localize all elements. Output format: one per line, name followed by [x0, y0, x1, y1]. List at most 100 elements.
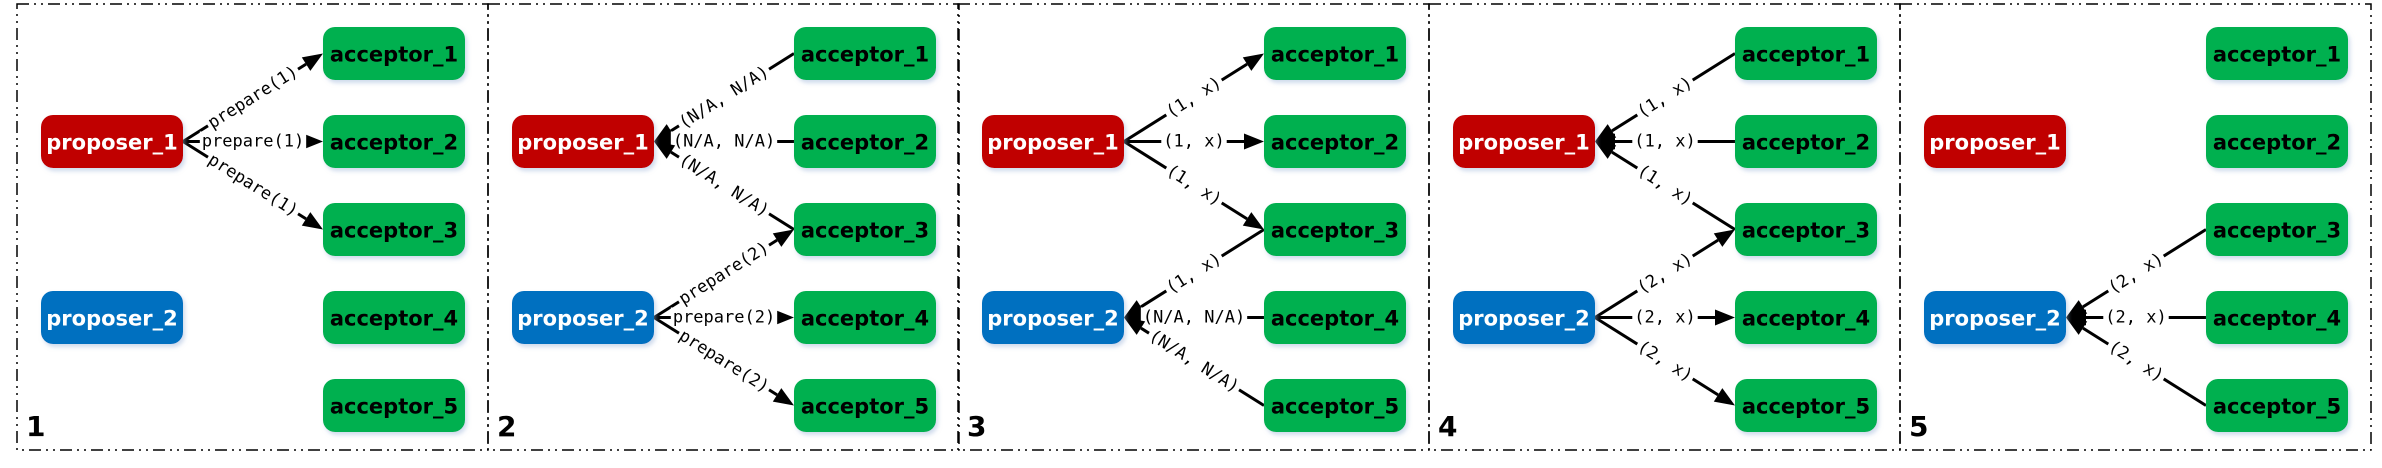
edges: (1, x)(1, x)(1, x)(1, x)(N/A, N/A)(N/A, …	[1123, 53, 1265, 407]
node-box	[2206, 27, 2348, 80]
node-label: proposer_1	[517, 131, 649, 155]
edge-p2-to-a4: prepare(2)	[654, 307, 794, 328]
arrowhead-icon	[2066, 317, 2088, 335]
edge-label-background	[1160, 247, 1228, 300]
edge-label-group: prepare(2)	[673, 324, 775, 399]
edges: (2, x)(2, x)(2, x)	[2066, 228, 2207, 407]
node-acceptor-4[interactable]: acceptor_4	[794, 291, 936, 344]
edge-label: prepare(1)	[204, 62, 301, 133]
node-box	[794, 203, 936, 256]
arrowhead-icon	[301, 53, 323, 71]
node-proposer-2[interactable]: proposer_2	[512, 291, 654, 344]
node-acceptor-5[interactable]: acceptor_5	[2206, 379, 2348, 432]
node-acceptor-5[interactable]: acceptor_5	[794, 379, 936, 432]
node-box	[982, 291, 1124, 344]
arrowhead-icon	[772, 388, 794, 406]
edge-label: (1, x)	[1634, 73, 1697, 123]
edge-label: prepare(2)	[675, 238, 772, 309]
node-acceptor-5[interactable]: acceptor_5	[1264, 379, 1406, 432]
node-label: acceptor_5	[801, 395, 929, 419]
node-label: acceptor_2	[801, 131, 929, 155]
edge-label-background	[670, 131, 778, 152]
node-acceptor-4[interactable]: acceptor_4	[2206, 291, 2348, 344]
edge-label: prepare(2)	[675, 326, 772, 397]
node-box	[1924, 115, 2066, 168]
edge-p2-to-a5: prepare(2)	[653, 316, 794, 406]
node-acceptor-1[interactable]: acceptor_1	[794, 27, 936, 80]
node-proposer-1[interactable]: proposer_1	[512, 115, 654, 168]
node-label: proposer_1	[987, 131, 1119, 155]
node-box	[794, 291, 936, 344]
edge-label: (N/A, N/A)	[675, 150, 772, 221]
node-acceptor-3[interactable]: acceptor_3	[2206, 203, 2348, 256]
node-box	[794, 27, 936, 80]
node-acceptor-1[interactable]: acceptor_1	[2206, 27, 2348, 80]
edge-label-background	[1631, 335, 1699, 388]
edge-label: (2, x)	[2105, 249, 2168, 299]
node-acceptor-1[interactable]: acceptor_1	[1735, 27, 1877, 80]
node-proposer-2[interactable]: proposer_2	[982, 291, 1124, 344]
node-acceptor-2[interactable]: acceptor_2	[1264, 115, 1406, 168]
edge-label: prepare(1)	[202, 132, 304, 152]
arrowhead-icon	[772, 229, 794, 247]
node-acceptor-2[interactable]: acceptor_2	[2206, 115, 2348, 168]
panel-border	[957, 3, 1430, 451]
edge-label: prepare(1)	[204, 150, 301, 221]
node-proposer-2[interactable]: proposer_2	[41, 291, 183, 344]
edges: prepare(1)prepare(1)prepare(1)	[182, 53, 323, 230]
node-proposer-1[interactable]: proposer_1	[1453, 115, 1595, 168]
edge-label-group: (N/A, N/A)	[1143, 324, 1245, 399]
node-acceptor-3[interactable]: acceptor_3	[1735, 203, 1877, 256]
edge-label-group: (2, x)	[1631, 335, 1699, 388]
node-proposer-2[interactable]: proposer_2	[1924, 291, 2066, 344]
node-acceptor-3[interactable]: acceptor_3	[1264, 203, 1406, 256]
node-acceptor-3[interactable]: acceptor_3	[794, 203, 936, 256]
node-acceptor-5[interactable]: acceptor_5	[1735, 379, 1877, 432]
edge-label: (1, x)	[1163, 249, 1226, 299]
edge-label: prepare(2)	[673, 308, 775, 328]
edge-label-group: prepare(1)	[202, 148, 304, 223]
edge-p1-to-a3: prepare(1)	[182, 140, 323, 230]
node-box	[982, 115, 1124, 168]
node-label: acceptor_4	[801, 307, 929, 331]
arrowhead-icon	[1242, 53, 1264, 71]
node-acceptor-2[interactable]: acceptor_2	[323, 115, 465, 168]
node-acceptor-2[interactable]: acceptor_2	[794, 115, 936, 168]
node-acceptor-4[interactable]: acceptor_4	[323, 291, 465, 344]
edge-label-group: (2, x)	[2103, 307, 2169, 328]
edge-label: (1, x)	[1634, 161, 1697, 211]
edge-label: (1, x)	[1634, 132, 1695, 152]
node-acceptor-1[interactable]: acceptor_1	[1264, 27, 1406, 80]
edge-label-background	[1143, 324, 1245, 399]
arrowhead-icon	[1713, 229, 1735, 247]
node-proposer-1[interactable]: proposer_1	[41, 115, 183, 168]
edge-label: (2, x)	[2105, 308, 2166, 328]
edge-a3-to-p2: (1, x)	[1124, 228, 1265, 318]
panel-4: 4(1, x)(1, x)(1, x)(2, x)(2, x)(2, x)pro…	[1428, 3, 1901, 451]
node-acceptor-3[interactable]: acceptor_3	[323, 203, 465, 256]
edge-label-background	[673, 148, 775, 223]
node-proposer-1[interactable]: proposer_1	[1924, 115, 2066, 168]
node-label: acceptor_1	[1271, 43, 1399, 67]
arrowhead-icon	[303, 133, 323, 150]
edge-label-background	[2102, 247, 2170, 300]
node-proposer-2[interactable]: proposer_2	[1453, 291, 1595, 344]
node-box	[1924, 291, 2066, 344]
node-acceptor-2[interactable]: acceptor_2	[1735, 115, 1877, 168]
node-acceptor-4[interactable]: acceptor_4	[1735, 291, 1877, 344]
node-acceptor-4[interactable]: acceptor_4	[1264, 291, 1406, 344]
edge-label: (N/A, N/A)	[1145, 326, 1242, 397]
node-acceptor-1[interactable]: acceptor_1	[323, 27, 465, 80]
panel-number: 1	[26, 410, 45, 443]
edge-label-group: (N/A, N/A)	[670, 131, 778, 152]
node-label: proposer_1	[1458, 131, 1590, 155]
node-box	[323, 203, 465, 256]
panel-border	[16, 3, 489, 451]
node-label: acceptor_3	[1271, 219, 1399, 243]
edge-label-background	[1160, 159, 1228, 212]
node-acceptor-5[interactable]: acceptor_5	[323, 379, 465, 432]
edge-a1-to-p1: (1, x)	[1595, 52, 1736, 142]
node-proposer-1[interactable]: proposer_1	[982, 115, 1124, 168]
edge-p1-to-a2: (1, x)	[1124, 131, 1264, 152]
node-label: acceptor_4	[1271, 307, 1399, 331]
